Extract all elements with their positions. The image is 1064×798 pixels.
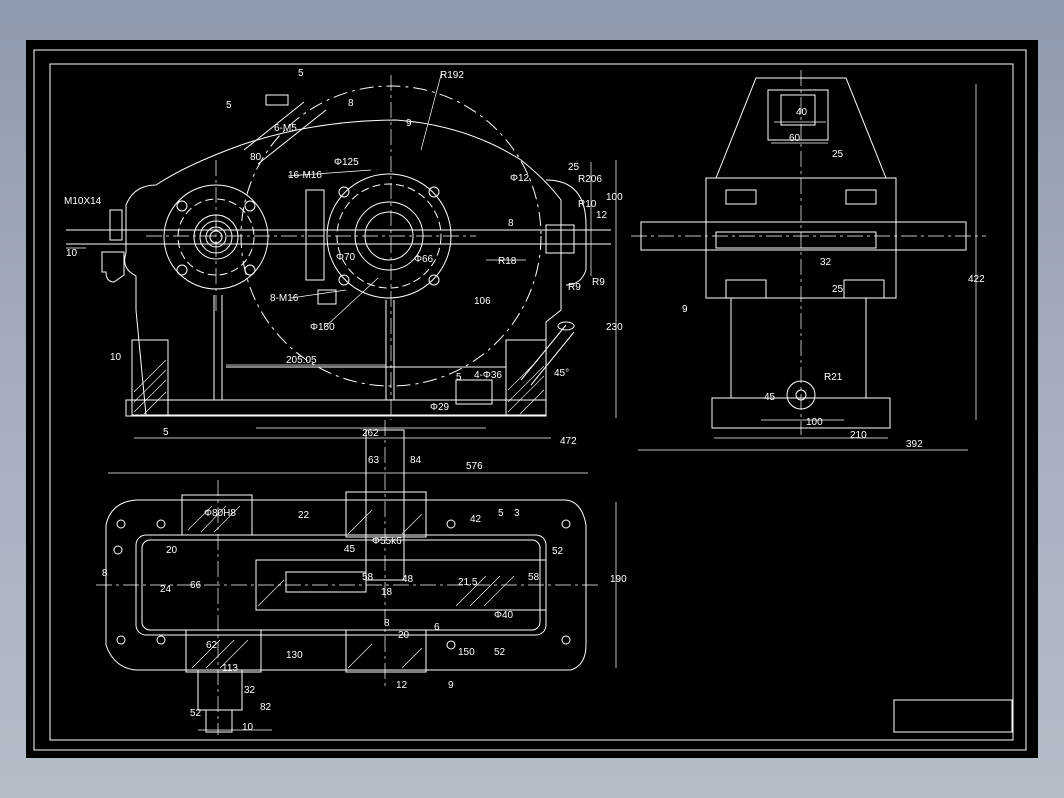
plan-dim-130: 130 xyxy=(286,650,303,661)
dim-8: 8 xyxy=(348,98,354,109)
plan-dim-5: 5 xyxy=(498,508,504,519)
plan-dim-150: 150 xyxy=(458,647,475,658)
drawing-canvas[interactable]: R192 5 5 8 9 6-M5 80 16-M16 Φ125 M10X14 … xyxy=(26,40,1038,758)
dim-5c: 5 xyxy=(456,372,462,383)
plan-dim-20b: 20 xyxy=(398,630,410,641)
dim-25: 25 xyxy=(568,162,580,173)
plan-view: 63 84 576 Φ80H8 22 42 5 3 20 45 Φ55k6 52… xyxy=(96,420,627,735)
dim-5a: 5 xyxy=(298,68,304,79)
plan-dim-215: 21.5 xyxy=(458,577,478,588)
dim-9: 9 xyxy=(406,118,412,129)
plan-dim-66: 66 xyxy=(190,580,202,591)
plan-dim-62: 62 xyxy=(206,640,218,651)
plan-dim-63: 63 xyxy=(368,455,380,466)
side-dim-60: 60 xyxy=(789,133,801,144)
side-dim-32: 32 xyxy=(820,257,832,268)
dim-8b: 8 xyxy=(508,218,514,229)
side-view: 40 60 25 422 32 25 9 R21 45 100 210 392 xyxy=(631,70,986,451)
dim-r206: R206 xyxy=(578,174,602,185)
plan-dim-52b: 52 xyxy=(494,647,506,658)
plan-dim-9: 9 xyxy=(448,680,454,691)
dim-r18: R18 xyxy=(498,256,517,267)
dim-phi29: Φ29 xyxy=(430,402,450,413)
plan-dim-8: 8 xyxy=(102,568,108,579)
dim-phi12: Φ12 xyxy=(510,173,530,184)
dim-230: 230 xyxy=(606,322,623,333)
plan-dim-576: 576 xyxy=(466,461,483,472)
plan-dim-20a: 20 xyxy=(166,545,178,556)
dim-holes: 4-Φ36 xyxy=(474,370,502,381)
side-dim-392: 392 xyxy=(906,439,923,450)
dim-phi150: Φ150 xyxy=(310,322,335,333)
plan-dim-32: 32 xyxy=(244,685,256,696)
dim-r9a: R9 xyxy=(568,282,581,293)
plan-dim-22: 22 xyxy=(298,510,310,521)
plan-dim-48: 48 xyxy=(402,574,414,585)
plan-dim-phi80: Φ80H8 xyxy=(204,508,236,519)
dim-phi70: Φ70 xyxy=(336,252,356,263)
dim-5b: 5 xyxy=(226,100,232,111)
dim-m10: M10X14 xyxy=(64,196,102,207)
plan-dim-phi40: Φ40 xyxy=(494,610,514,621)
dim-472: 472 xyxy=(560,436,577,447)
side-dim-9: 9 xyxy=(682,304,688,315)
side-dim-25a: 25 xyxy=(832,149,844,160)
plan-dim-42: 42 xyxy=(470,514,482,525)
dim-phi125: Φ125 xyxy=(334,157,359,168)
plan-dim-45: 45 xyxy=(344,544,356,555)
plan-dim-8b: 8 xyxy=(384,618,390,629)
plan-dim-phi55: Φ55k6 xyxy=(372,536,402,547)
dim-80: 80 xyxy=(250,152,262,163)
plan-dim-3: 3 xyxy=(514,508,520,519)
dim-m16-bot: 8-M16 xyxy=(270,293,299,304)
dim-10-left: 10 xyxy=(66,248,78,259)
plan-dim-6: 6 xyxy=(434,622,440,633)
dim-100: 100 xyxy=(606,192,623,203)
dim-r192: R192 xyxy=(440,70,464,81)
dim-m16-top: 16-M16 xyxy=(288,170,322,181)
drawing-frame xyxy=(33,49,1027,751)
plan-dim-82: 82 xyxy=(260,702,272,713)
dim-106: 106 xyxy=(474,296,491,307)
dim-5d: 5 xyxy=(163,427,169,438)
side-dim-422: 422 xyxy=(968,274,985,285)
plan-dim-113: 113 xyxy=(222,663,238,674)
dim-10b: 10 xyxy=(110,352,122,363)
plan-dim-190: 190 xyxy=(610,574,627,585)
dim-r9b: R9 xyxy=(592,277,605,288)
plan-dim-58a: 58 xyxy=(362,572,374,583)
front-view: R192 5 5 8 9 6-M5 80 16-M16 Φ125 M10X14 … xyxy=(64,68,623,447)
side-dim-45: 45 xyxy=(764,392,776,403)
plan-dim-10: 10 xyxy=(242,722,254,733)
plan-dim-52a: 52 xyxy=(552,546,564,557)
plan-dim-52c: 52 xyxy=(190,708,202,719)
side-dim-25b: 25 xyxy=(832,284,844,295)
side-dim-40: 40 xyxy=(796,107,808,118)
dim-m5: 6-M5 xyxy=(274,123,297,134)
plan-dim-84: 84 xyxy=(410,455,422,466)
dim-205: 205.05 xyxy=(286,355,317,366)
dim-12: 12 xyxy=(596,210,608,221)
side-dim-100: 100 xyxy=(806,417,823,428)
dim-phi66: Φ66 xyxy=(414,254,434,265)
plan-dim-58b: 58 xyxy=(528,572,540,583)
plan-dim-18: 18 xyxy=(381,587,393,598)
side-dim-210: 210 xyxy=(850,430,867,441)
side-dim-r21: R21 xyxy=(824,372,843,383)
plan-dim-24: 24 xyxy=(160,584,172,595)
cad-drawing[interactable]: R192 5 5 8 9 6-M5 80 16-M16 Φ125 M10X14 … xyxy=(26,40,1038,758)
plan-dim-12: 12 xyxy=(396,680,408,691)
dim-r10: R10 xyxy=(578,199,597,210)
dim-262: 262 xyxy=(362,428,379,439)
dim-angle45: 45° xyxy=(554,368,569,379)
